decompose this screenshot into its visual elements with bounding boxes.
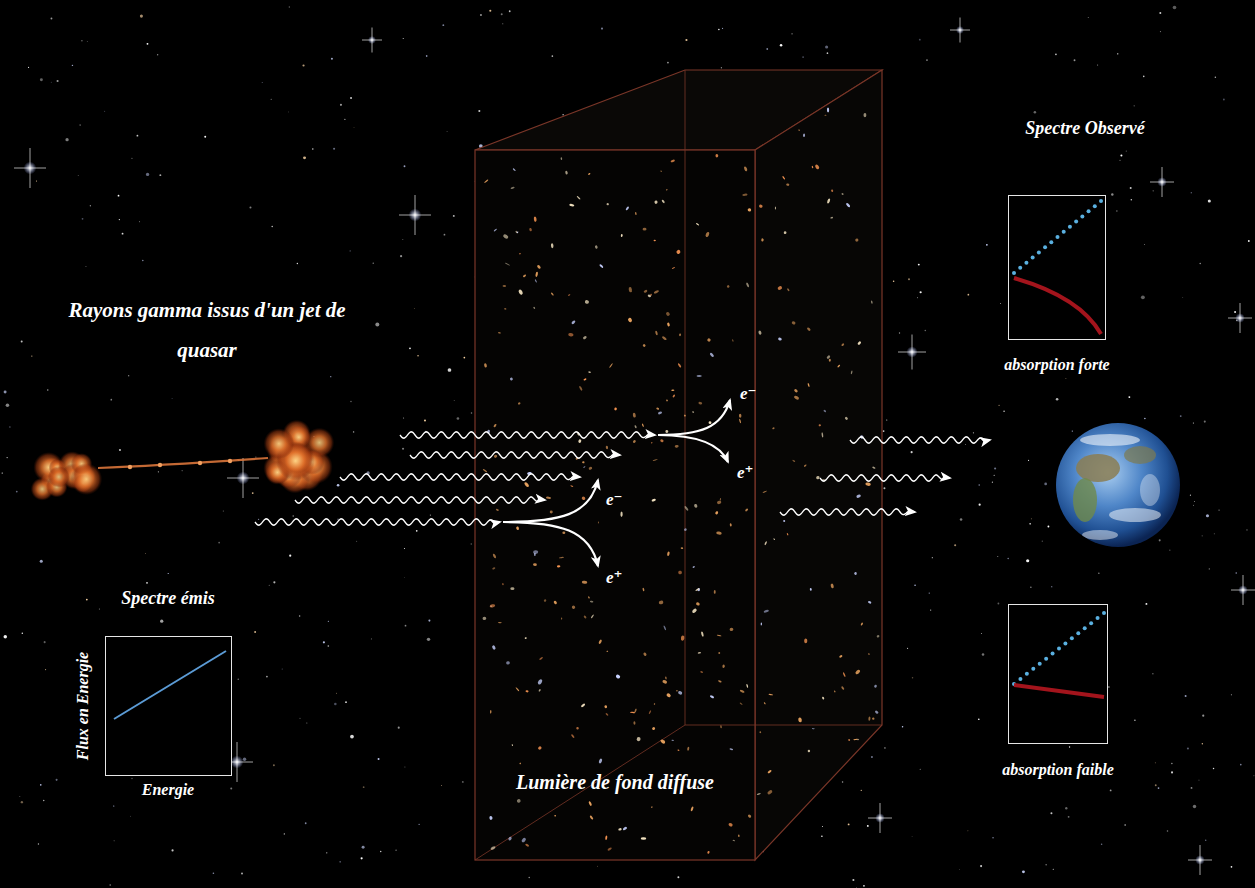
bright-star <box>362 28 382 53</box>
gamma-ray <box>780 509 915 515</box>
particle-label: e⁺ <box>737 463 754 483</box>
bright-star <box>1150 167 1174 197</box>
spectrum-plot <box>106 637 233 777</box>
emitted-spectrum-box: Spectre émisFlux en EnergieEnergie <box>70 588 255 803</box>
gamma-ray <box>295 497 545 503</box>
quasar-jet <box>31 420 335 501</box>
absorbed-spectrum-curve <box>1014 685 1104 697</box>
bright-star <box>399 195 431 235</box>
absorbed-spectrum-curve <box>1014 278 1101 334</box>
spectrum-line <box>114 651 226 719</box>
bright-star <box>950 18 970 43</box>
gamma-ray <box>820 475 950 481</box>
spectrum-plot <box>1009 196 1107 341</box>
gamma-ray <box>400 432 655 438</box>
observed-spectrum-box: absorption faible <box>985 604 1130 784</box>
spectrum-caption: absorption forte <box>1004 355 1109 374</box>
bright-star <box>1228 303 1252 333</box>
plot-frame <box>105 636 232 776</box>
plot-frame <box>1008 604 1108 744</box>
bright-star <box>898 335 926 370</box>
plot-frame <box>1008 195 1106 340</box>
source-label: Rayons gamma issus d'un jet de quasar <box>57 290 357 370</box>
spectrum-plot <box>1009 605 1109 745</box>
gamma-ray <box>340 474 580 480</box>
particle-label: e⁺ <box>606 568 623 588</box>
star-field <box>1 6 1255 888</box>
bright-star <box>1231 575 1255 605</box>
bright-star <box>1188 845 1212 875</box>
region-label: Lumière de fond diffuse <box>516 770 714 794</box>
gamma-rays <box>255 400 990 566</box>
bright-star <box>14 148 46 188</box>
spectrum-caption: absorption faible <box>1002 760 1114 779</box>
pair-track <box>658 400 730 435</box>
particle-label: e⁻ <box>740 384 757 404</box>
spectrum-heading: Spectre Observé <box>1025 118 1144 140</box>
pair-track <box>503 480 598 522</box>
pair-track <box>503 522 598 566</box>
background-light-volume <box>475 70 882 860</box>
gamma-ray <box>255 519 500 525</box>
bright-star <box>868 803 892 833</box>
particle-label: e⁻ <box>606 490 623 510</box>
spectrum-heading: Spectre émis <box>121 588 214 610</box>
emitted-spectrum-dots <box>1012 611 1106 686</box>
pair-track <box>658 435 728 462</box>
emitted-spectrum-dots <box>1012 199 1103 275</box>
bright-star <box>227 458 259 498</box>
axis-label: Flux en Energie <box>73 652 92 760</box>
gamma-ray <box>850 437 990 443</box>
observed-spectrum-box: absorption forte <box>985 195 1130 380</box>
gamma-ray <box>410 452 620 458</box>
axis-label: Energie <box>142 780 194 799</box>
earth <box>1056 423 1180 547</box>
